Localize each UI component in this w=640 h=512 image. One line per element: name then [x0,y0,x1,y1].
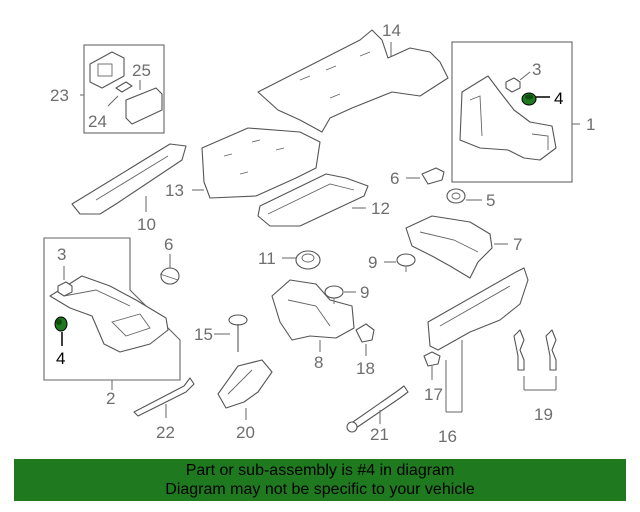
part-10-rail[interactable] [71,143,187,215]
callout-11: 11 [258,249,276,268]
leader-3-right [519,71,531,81]
info-banner: Part or sub-assembly is #4 in diagram Di… [14,459,626,501]
callout-12: 12 [371,199,390,218]
group-box-1 [451,41,573,183]
part-25-pad[interactable] [125,87,163,125]
banner-line-2: Diagram may not be specific to your vehi… [165,481,475,498]
callout-1: 1 [586,115,595,134]
part-4-fastener-right[interactable] [521,92,537,106]
part-9-plug-upper[interactable] [396,253,416,272]
part-23-clip[interactable] [89,51,125,89]
callout-16: 16 [438,427,457,446]
callout-9-upper: 9 [368,253,377,272]
part-20-tool-tray[interactable] [217,359,273,409]
part-6-clip-upper[interactable] [421,167,445,185]
callout-3-right: 3 [532,60,541,79]
callout-22: 22 [156,423,175,442]
part-22-jack-handle[interactable] [133,377,195,417]
part-5-grommet[interactable] [446,188,466,204]
part-11-grommet[interactable] [295,250,321,270]
part-14-floor-mat[interactable] [257,29,449,133]
callout-4-left: 4 [56,349,65,368]
banner-line-1: Part or sub-assembly is #4 in diagram [185,462,455,479]
callout-6-lower: 6 [164,235,173,254]
part-19-brackets[interactable] [513,329,557,371]
part-16-rear-panel[interactable] [427,267,529,351]
callout-6-upper: 6 [390,169,399,188]
group-box-23 [83,44,165,134]
callout-9-lower: 9 [360,283,369,302]
part-2-trim-panel[interactable] [49,275,169,353]
parts-diagram: 14 23 24 25 1 3 4 13 10 [43,21,595,446]
callout-15: 15 [194,325,213,344]
part-3-clip-right[interactable] [505,77,521,93]
group-box-2 [43,237,181,381]
callout-20: 20 [236,423,255,442]
callout-5: 5 [486,191,495,210]
callout-4-right: 4 [554,89,563,108]
callout-13: 13 [165,181,184,200]
part-7-bracket[interactable] [405,215,493,279]
callout-18: 18 [356,359,375,378]
callout-7: 7 [513,235,522,254]
callout-21: 21 [370,425,389,444]
part-3-clip-left[interactable] [57,281,73,297]
part-24-bracket[interactable] [107,81,133,107]
callout-3-left: 3 [57,245,66,264]
part-17-clip[interactable] [423,351,441,367]
callout-23: 23 [50,86,69,105]
callout-25: 25 [132,61,151,80]
part-6-clip-lower[interactable] [159,267,180,285]
part-8-jack-holder[interactable] [271,279,355,341]
callout-14: 14 [382,21,401,40]
callout-17: 17 [424,385,443,404]
callout-10: 10 [137,215,156,234]
callout-2: 2 [106,389,115,408]
part-4-fastener-left[interactable] [54,316,68,332]
part-13-trunk-board[interactable] [201,127,321,199]
callout-19: 19 [534,405,553,424]
part-9-plug-lower[interactable] [324,285,344,304]
part-1-trim-panel[interactable] [459,75,557,161]
part-15-bolt[interactable] [228,314,248,352]
part-18-clip[interactable] [355,323,375,343]
part-21-wrench[interactable] [346,385,409,433]
callout-8: 8 [314,353,323,372]
part-12-floor-panel[interactable] [257,173,369,227]
callout-24: 24 [88,112,107,131]
